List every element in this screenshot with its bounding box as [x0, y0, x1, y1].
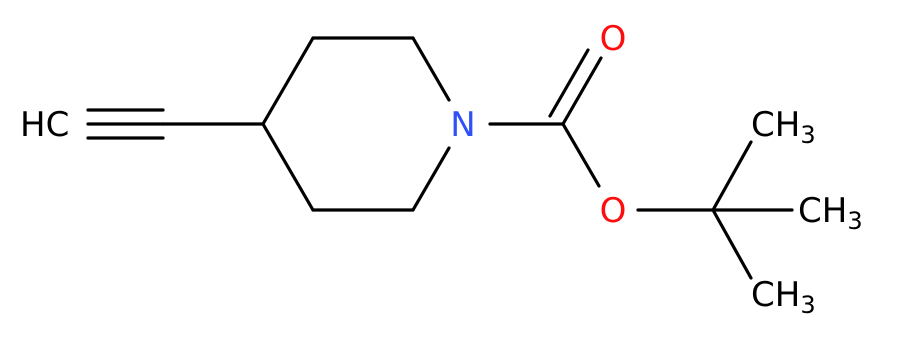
carbonyl-oxygen-label: O — [600, 19, 627, 59]
terminal-alkyne-label: HC — [20, 105, 69, 145]
tbutyl-to-methyl-top-bond — [711, 140, 753, 212]
ring-bond-c5-c4 — [261, 122, 315, 212]
bonds — [86, 36, 794, 280]
methyl-right-label: CH3 — [798, 191, 863, 236]
tbutyl-to-methyl-bottom-bond — [711, 208, 753, 280]
ring-bond-n-c6 — [411, 146, 451, 212]
ester-oxygen-label: O — [600, 191, 627, 231]
methyl-bottom-label: CH3 — [751, 275, 816, 320]
ring-bond-c4-c3 — [261, 36, 315, 126]
carbonyl-double-bond-1 — [561, 56, 603, 126]
carbonyl-double-bond-2 — [548, 48, 590, 118]
carbonyl-to-ester-oxygen-bond — [561, 122, 601, 188]
methyl-top-label: CH3 — [751, 105, 816, 150]
ring-nitrogen-label: N — [450, 105, 475, 145]
atom-labels: HC N O O CH3 CH3 CH3 — [20, 19, 863, 320]
ring-bond-c2-n — [411, 36, 451, 102]
